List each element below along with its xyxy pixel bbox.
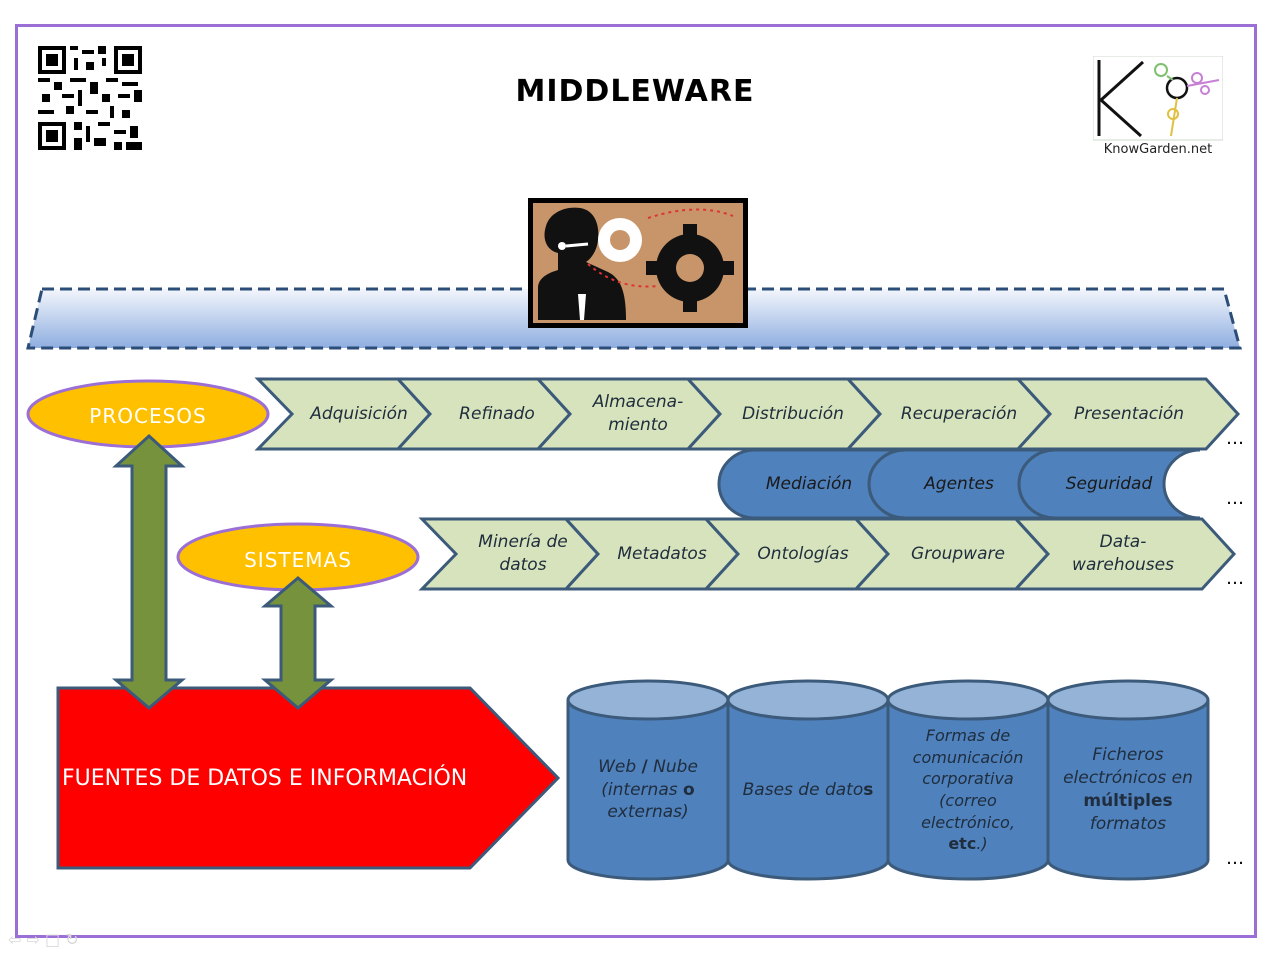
step-refinado: Refinado bbox=[459, 403, 535, 424]
cylinder-label-ficheros: Ficheros electrónicos en múltiples forma… bbox=[1063, 745, 1193, 834]
logo-caption: KnowGarden.net bbox=[1103, 142, 1213, 157]
step-adquisicion: Adquisición bbox=[310, 403, 408, 424]
system-datawarehouses: Data- warehouses bbox=[1072, 532, 1174, 575]
knowgarden-logo-icon bbox=[1093, 56, 1223, 141]
slide-nav-controls[interactable]: ⇦ ⇨ □ ↻ bbox=[8, 930, 79, 949]
sources-label: FUENTES DE DATOS E INFORMACIÓN bbox=[62, 765, 468, 791]
slide-frame bbox=[15, 24, 1257, 938]
chevron-presentacion bbox=[1014, 377, 1241, 451]
page-title: MIDDLEWARE bbox=[515, 74, 755, 109]
cylinders bbox=[566, 679, 1210, 881]
process-chevrons bbox=[254, 377, 1241, 451]
system-groupware: Groupware bbox=[911, 543, 1005, 564]
service-seguridad: Seguridad bbox=[1065, 473, 1153, 494]
procesos-label: PROCESOS bbox=[89, 404, 207, 428]
ellipsis-sources: … bbox=[1226, 848, 1244, 869]
step-recuperacion: Recuperación bbox=[900, 403, 1018, 424]
ellipsis-systems: … bbox=[1226, 568, 1244, 589]
cylinder-label-formas: Formas de comunicación corporativa (corr… bbox=[912, 726, 1024, 854]
ellipsis-processes: … bbox=[1226, 428, 1244, 449]
chevron-datawarehouses bbox=[1012, 517, 1237, 591]
cylinder-bases bbox=[726, 700, 890, 881]
sistemas-double-arrow bbox=[260, 576, 336, 710]
cylinder-label-web: Web / Nube (internas o externas) bbox=[598, 756, 698, 823]
system-chevrons bbox=[418, 517, 1237, 591]
procesos-double-arrow bbox=[111, 433, 187, 710]
middleware-illustration-icon bbox=[528, 198, 748, 328]
sistemas-label: SISTEMAS bbox=[244, 548, 352, 572]
system-metadatos: Metadatos bbox=[617, 543, 707, 564]
sources-shape bbox=[56, 686, 561, 870]
cylinder-ficheros bbox=[1046, 700, 1210, 881]
service-mediacion: Mediación bbox=[765, 473, 853, 494]
step-almacenamiento: Almacena- miento bbox=[592, 392, 684, 435]
step-presentacion: Presentación bbox=[1073, 403, 1185, 424]
system-ontologias: Ontologías bbox=[757, 543, 849, 564]
cylinder-label-bases: Bases de datos bbox=[742, 779, 874, 800]
cylinder-formas bbox=[886, 700, 1050, 881]
service-agentes: Agentes bbox=[924, 473, 994, 494]
system-mineria: Minería de datos bbox=[478, 532, 568, 575]
ellipsis-services: … bbox=[1226, 488, 1244, 509]
qr-code-icon bbox=[38, 46, 142, 150]
step-distribucion: Distribución bbox=[742, 403, 844, 424]
cylinder-web bbox=[566, 700, 730, 881]
